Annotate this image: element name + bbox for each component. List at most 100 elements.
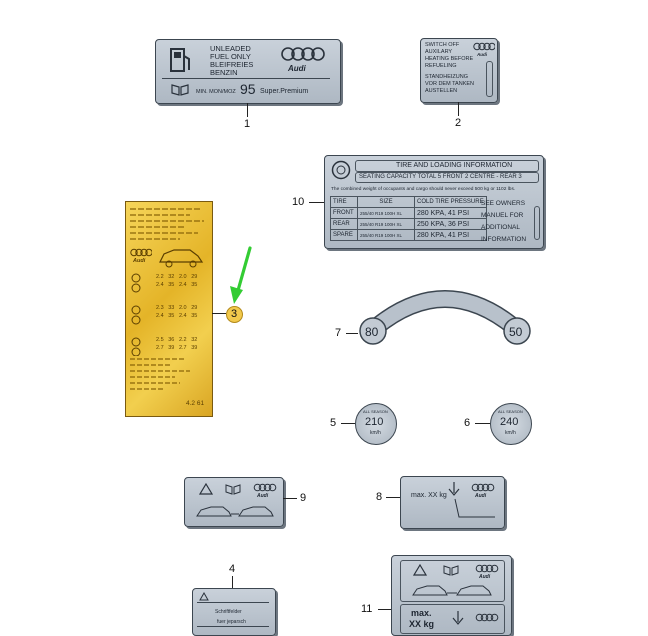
audi-rings-icon xyxy=(253,483,277,492)
callout-7: 7 xyxy=(335,327,342,339)
speed-value: 240 xyxy=(500,416,519,428)
roof-max-load: max. XX kg xyxy=(411,492,447,499)
leader-line-5 xyxy=(341,423,355,424)
table-row: SPARE 255/40 R19 100H XL 280 KPA, 41 PSI xyxy=(330,229,487,241)
fuel-line4: BENZIN xyxy=(210,68,238,77)
down-arrow-icon xyxy=(448,482,460,496)
combined-max: max. xyxy=(411,608,432,618)
row-size: 255/40 R19 100H XL xyxy=(357,229,415,241)
tire-icon xyxy=(331,160,351,180)
book-icon xyxy=(225,484,241,495)
leader-line-9 xyxy=(283,498,297,499)
warning-triangle-icon xyxy=(199,483,213,495)
heating-line-1: SWITCH OFF xyxy=(425,42,460,48)
gold-pressure-label: Audi 2.2 32 2.0 29 2.4 35 2.4 35 2.3 33 … xyxy=(125,201,213,417)
audi-rings-icon xyxy=(473,42,495,51)
speed-arc-label: 80 50 xyxy=(359,290,531,345)
fuel-bottom-line xyxy=(162,78,330,79)
season-text: ALL SEASON xyxy=(363,409,388,414)
header-size: SIZE xyxy=(357,196,415,208)
placard-label: Schriftfelder fuer jeparsch xyxy=(192,588,276,636)
row-size: 255/40 R19 100H XL xyxy=(357,218,415,230)
tire-info-label: TIRE AND LOADING INFORMATION SEATING CAP… xyxy=(324,155,544,249)
car-trailer-icon xyxy=(412,585,492,596)
callout-1: 1 xyxy=(244,118,251,130)
audi-wordmark: Audi xyxy=(479,574,491,580)
tire-slot xyxy=(534,206,540,240)
header-pressure: COLD TIRE PRESSURE xyxy=(414,196,487,208)
combined-bottom-panel: max. XX kg xyxy=(400,604,505,634)
audi-wordmark: Audi xyxy=(288,64,306,73)
fuel-grade: Super.Premium xyxy=(260,88,309,95)
side-line-1: SEE OWNERS xyxy=(481,200,526,207)
heating-line-7: AUSTELLEN xyxy=(425,88,458,94)
side-line-4: INFORMATION xyxy=(481,236,527,243)
heating-line-2: AUXILARY xyxy=(425,49,453,55)
tire-title: TIRE AND LOADING INFORMATION xyxy=(396,162,513,169)
speed-value: 210 xyxy=(365,416,384,428)
side-line-2: MANUEL FOR xyxy=(481,212,524,219)
callout-2: 2 xyxy=(455,117,462,129)
tire-title-box: TIRE AND LOADING INFORMATION xyxy=(355,160,539,172)
heating-line-6: VOR DEM TANKEN xyxy=(425,81,474,87)
heating-slot xyxy=(486,61,493,97)
callout-10: 10 xyxy=(292,196,305,208)
placard-line2: fuer jeparsch xyxy=(217,619,246,625)
speed-unit: km/h xyxy=(370,430,381,436)
pressure-row-6: 2.7 39 2.7 39 xyxy=(156,345,198,351)
speed-sticker-240: ALL SEASON 240 km/h xyxy=(490,403,532,445)
pressure-row-1: 2.2 32 2.0 29 xyxy=(156,274,198,280)
row-size: 255/40 R19 100H XL xyxy=(357,207,415,219)
gold-text-lines xyxy=(130,358,190,390)
fuel-line1: UNLEADED xyxy=(210,44,251,53)
callout-3: 3 xyxy=(231,308,238,320)
audi-rings-icon xyxy=(471,483,495,492)
audi-wordmark: Audi xyxy=(475,493,487,499)
roof-outline-icon xyxy=(454,498,495,518)
callout-3-marker: 3 xyxy=(226,306,243,323)
placard-rule xyxy=(197,626,269,627)
pressure-row-3: 2.3 33 2.0 29 xyxy=(156,305,198,311)
placard-rule xyxy=(197,602,269,603)
leader-line-10 xyxy=(309,202,324,203)
fuel-label: UNLEADED FUEL ONLY BLEIFREIES BENZIN Aud… xyxy=(155,39,341,104)
leader-line-8 xyxy=(386,497,400,498)
combined-weight: XX kg xyxy=(409,619,435,629)
leader-line-4 xyxy=(232,576,233,588)
table-row: REAR 255/40 R19 100H XL 250 KPA, 36 PSI xyxy=(330,218,487,230)
callout-9: 9 xyxy=(300,492,307,504)
tow-label: Audi xyxy=(184,477,284,527)
green-pointer-arrow xyxy=(230,246,252,304)
pressure-row-2: 2.4 35 2.4 35 xyxy=(156,282,198,288)
weight-note: The combined weight of occupants and car… xyxy=(331,187,516,192)
leader-line-6 xyxy=(475,423,490,424)
heating-line-3: HEATING BEFORE xyxy=(425,56,474,62)
warning-triangle-icon xyxy=(199,592,209,601)
leader-line-2 xyxy=(458,102,459,116)
placard-line1: Schriftfelder xyxy=(215,609,242,615)
row-tire: FRONT xyxy=(330,207,358,219)
book-icon xyxy=(171,84,189,96)
roof-load-label: max. XX kg Audi xyxy=(400,476,505,529)
heating-line-5: STANDHEIZUNG xyxy=(425,74,468,80)
tire-symbols xyxy=(131,273,141,356)
seating-box: SEATING CAPACITY TOTAL 5 FRONT 2 CENTRE … xyxy=(355,172,539,183)
callout-6: 6 xyxy=(464,417,471,429)
fuel-line2: FUEL ONLY xyxy=(210,52,251,61)
heating-line-4: REFUELING xyxy=(425,63,457,69)
row-tire: REAR xyxy=(330,218,358,230)
tire-pressure-table: TIRE SIZE COLD TIRE PRESSURE FRONT 255/4… xyxy=(330,196,487,241)
side-line-3: ADDITIONAL xyxy=(481,224,521,231)
heating-label: SWITCH OFF AUXILARY HEATING BEFORE REFUE… xyxy=(420,38,498,103)
arc-right-speed: 50 xyxy=(509,325,523,339)
car-trailer-icon xyxy=(196,506,274,517)
row-pressure: 280 KPA, 41 PSI xyxy=(414,207,487,219)
car-icon xyxy=(159,249,204,268)
audi-wordmark: Audi xyxy=(257,493,269,499)
row-pressure: 250 KPA, 36 PSI xyxy=(414,218,487,230)
speed-unit: km/h xyxy=(505,430,516,436)
fuel-min-mon: MIN. MON/MOZ xyxy=(196,89,236,95)
leader-line-11 xyxy=(378,609,391,610)
pressure-row-5: 2.5 36 2.2 32 xyxy=(156,337,198,343)
fuel-pump-icon xyxy=(170,48,190,72)
